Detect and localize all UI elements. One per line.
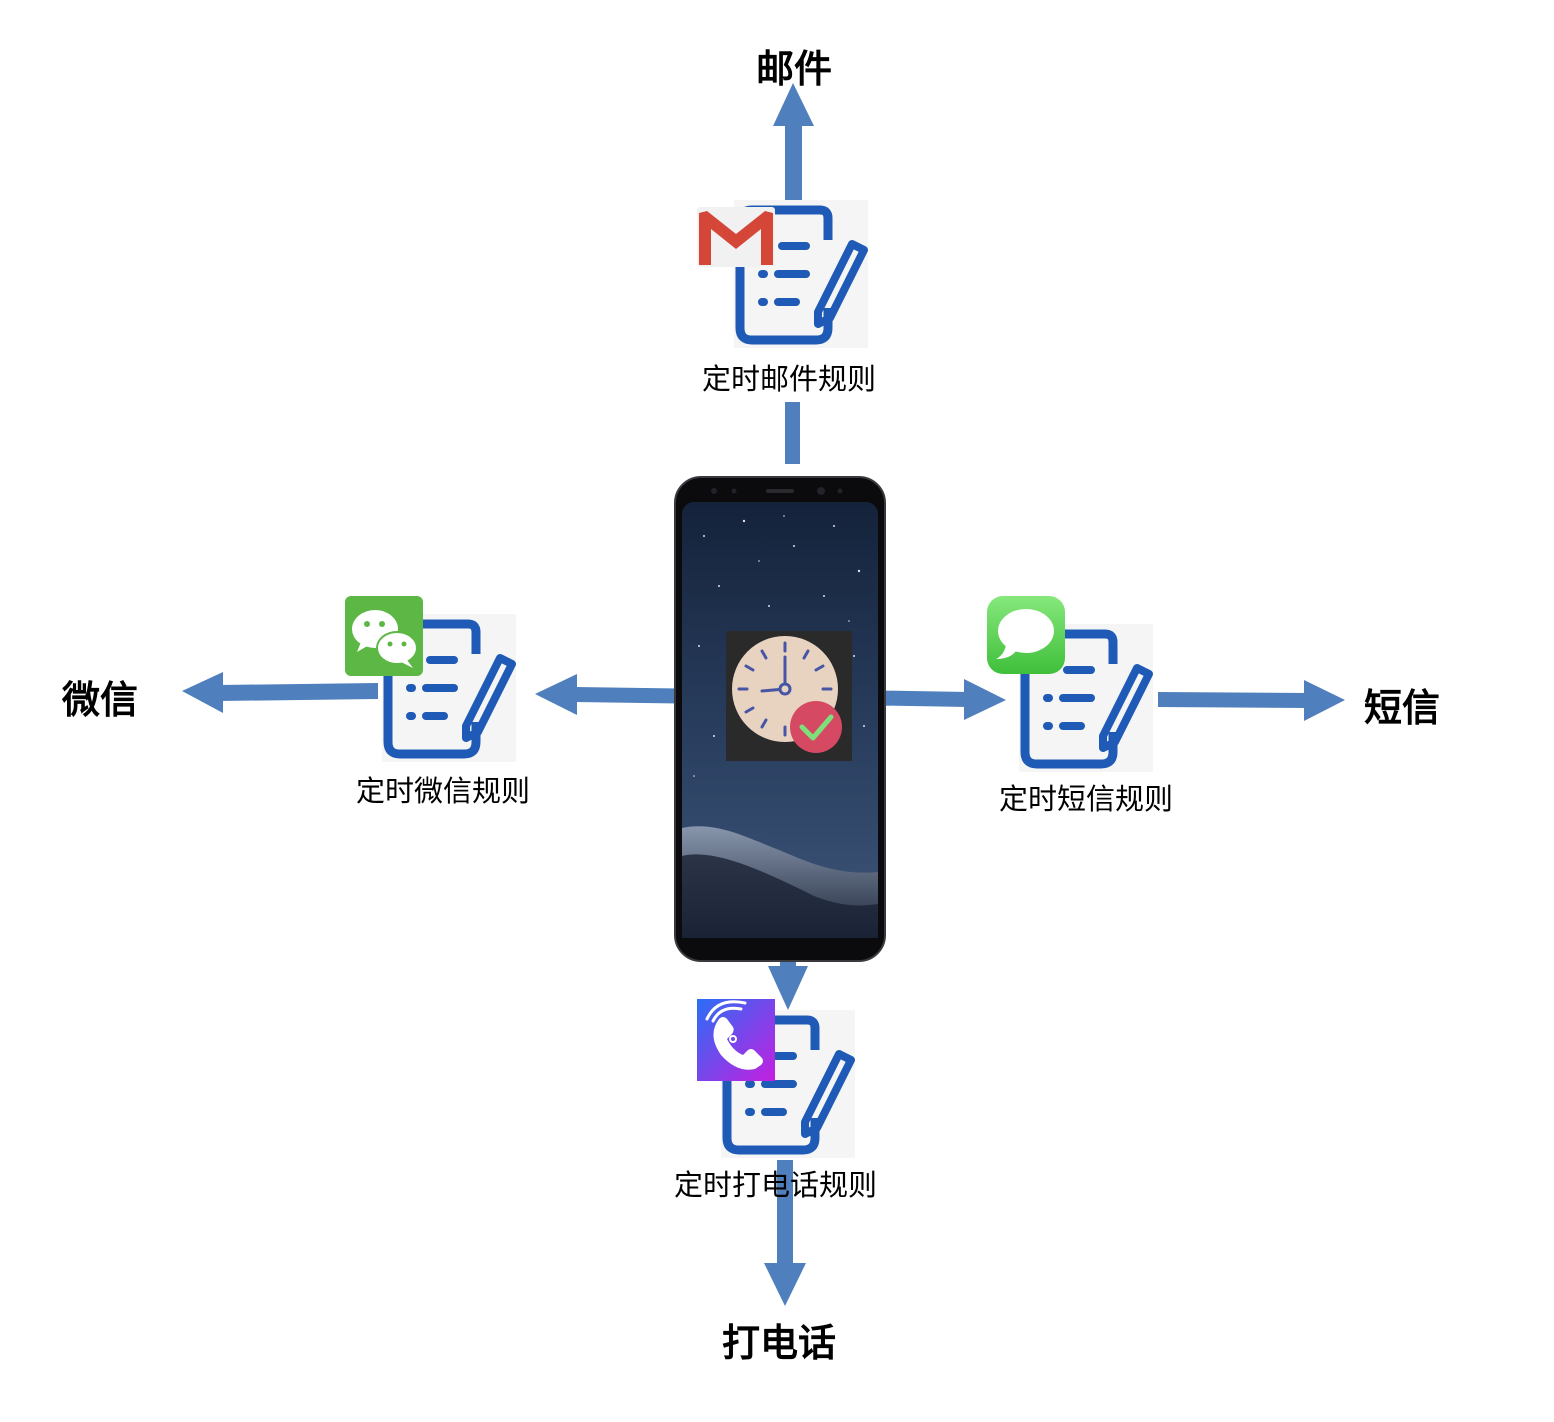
- messages-icon: [987, 596, 1065, 674]
- call-rule-label: 定时打电话规则: [674, 1168, 878, 1202]
- call-destination-label: 打电话: [722, 1321, 837, 1365]
- phone-call-icon: [697, 999, 775, 1081]
- wechat-icon: [345, 596, 423, 676]
- clock-icon: [726, 631, 852, 761]
- gmail-icon: [697, 207, 775, 267]
- wechat-rule-document-icon: [382, 614, 516, 762]
- email-rule-label: 定时邮件规则: [702, 362, 877, 396]
- arrow-to-email: [773, 83, 814, 464]
- wechat-destination-label: 微信: [62, 678, 139, 722]
- sms-destination-label: 短信: [1364, 686, 1441, 730]
- sms-rule-label: 定时短信规则: [999, 782, 1174, 816]
- wechat-rule-label: 定时微信规则: [356, 774, 531, 808]
- email-destination-label: 邮件: [756, 47, 833, 91]
